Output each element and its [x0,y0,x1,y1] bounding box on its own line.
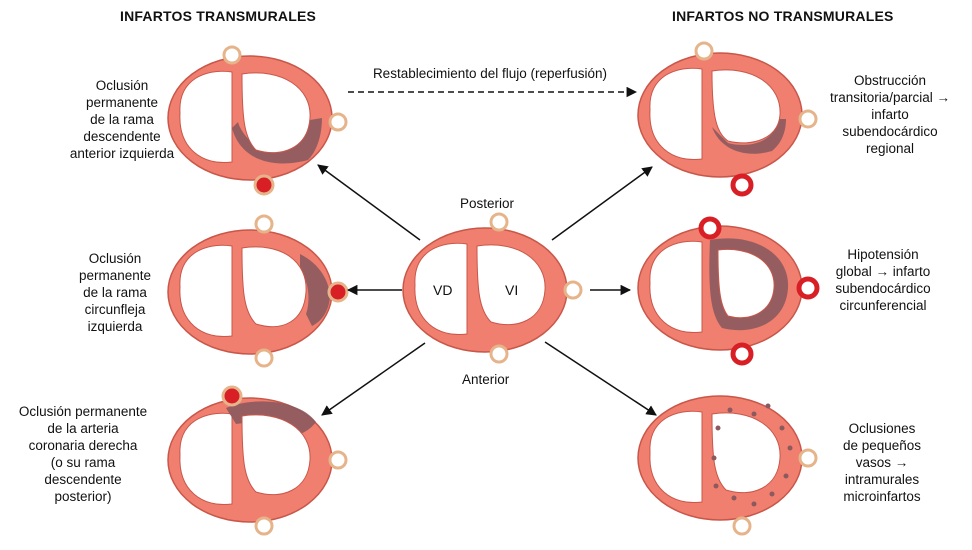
arrow-to-rca [321,342,426,416]
vessel-ring-right [563,280,583,300]
vessel-ring-top [254,214,274,234]
infarct-zone [232,118,322,164]
occluded-vessel [327,281,349,303]
vessel-ring-right [798,109,818,129]
left-ventricle-cavity [241,414,311,496]
label-circumferential: Hipotensión global → infarto subendocárd… [835,247,931,313]
heart-transmural-lad [167,45,348,196]
right-ventricle-cavity [649,67,703,161]
left-ventricle-cavity [711,412,781,494]
left-ventricle-cavity [241,246,307,328]
arrow-to-microinfarcts [544,341,657,416]
posterior-label: Posterior [460,196,515,211]
heart-subendocardial-circumferential [637,216,820,366]
vessel-ring-bottom [254,348,274,368]
heart-normal-center: VD VI [402,212,583,364]
left-ventricle-cavity [711,69,781,144]
partially-occluded-vessel-bottom [730,342,754,366]
right-ventricle-cavity [179,70,233,164]
right-ventricle-cavity [179,412,233,506]
vessel-ring-right [328,112,348,132]
label-regional: Obstrucción transitoria/parcial → infart… [829,73,951,156]
vessel-ring-top [489,212,509,232]
heart-transmural-lcx [167,214,349,368]
microinfarct-dots [711,403,793,507]
label-lad-occlusion: Oclusión permanente de la rama descenden… [69,78,175,161]
anterior-label: Anterior [462,372,510,387]
heart-microinfarcts [637,395,818,536]
occluded-vessel [221,385,243,407]
label-rca-occlusion: Oclusión permanente de la arteria corona… [18,404,148,504]
vessel-ring-bottom [489,344,509,364]
arrow-to-regional [551,166,653,241]
right-ventricle-cavity [414,242,468,336]
reperfusion-label: Restablecimiento del flujo (reperfusión) [372,66,608,81]
partially-occluded-vessel [730,173,754,197]
right-ventricle-cavity [179,244,233,338]
vessel-ring-right [328,450,348,470]
partially-occluded-vessel-top [698,216,722,240]
header-non-transmural: INFARTOS NO TRANSMURALES [672,8,894,24]
occluded-vessel [253,174,275,196]
label-microinfarcts: Oclusiones de pequeños vasos → intramura… [842,421,922,504]
heart-transmural-rca [167,385,348,536]
left-ventricle-cavity [241,72,311,154]
rv-label: VD [433,282,452,298]
heart-subendocardial-regional [637,41,818,197]
right-ventricle-cavity [649,240,703,334]
lv-label: VI [505,282,518,298]
right-ventricle-cavity [649,410,703,504]
label-lcx-occlusion: Oclusión permanente de la rama circunfle… [78,251,152,334]
left-ventricle-cavity [717,248,775,319]
vessel-ring-bottom [254,516,274,536]
vessel-ring-top [694,41,714,61]
vessel-ring-bottom [732,516,752,536]
partially-occluded-vessel-right [796,276,820,300]
infarct-zone [300,254,330,326]
header-transmural: INFARTOS TRANSMURALES [120,8,317,24]
vessel-ring-right [798,448,818,468]
vessel-ring-top [222,45,242,65]
infarct-zone [712,119,786,154]
left-ventricle-cavity [476,244,546,326]
arrow-to-lad [317,164,421,241]
